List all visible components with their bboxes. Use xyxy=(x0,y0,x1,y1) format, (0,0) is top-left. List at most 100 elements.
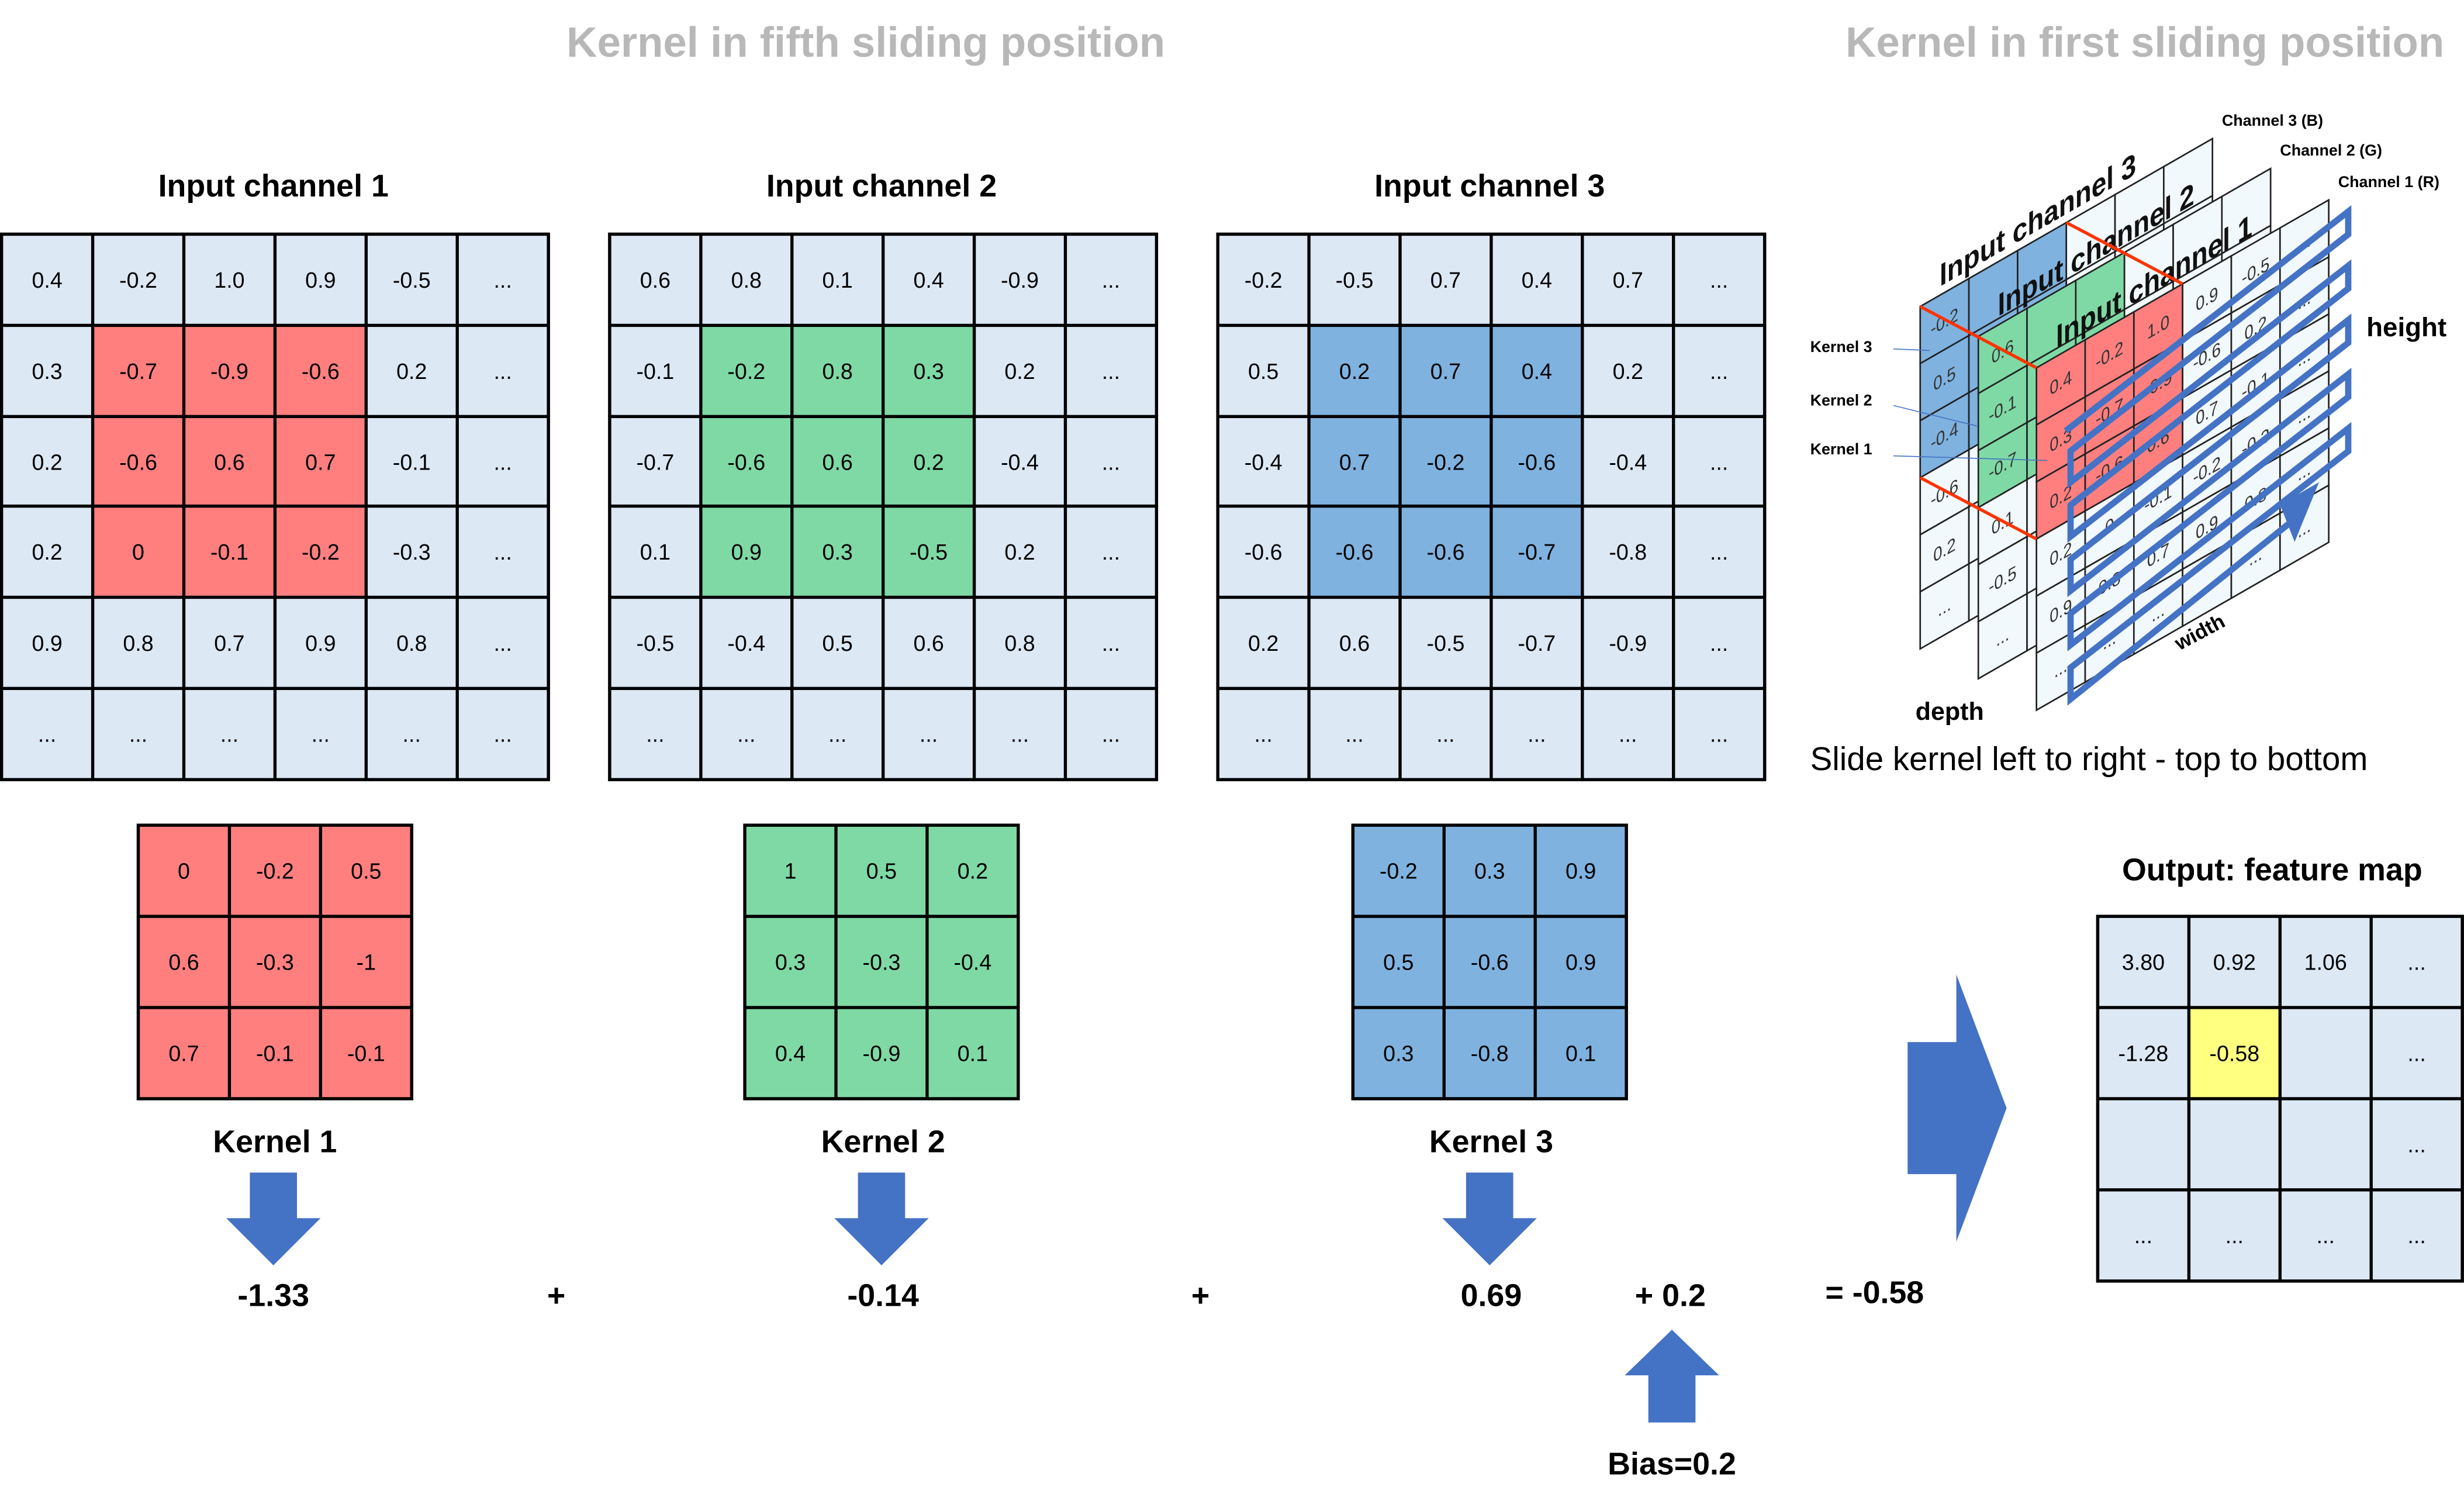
kernel-pointer-line xyxy=(1893,405,1977,427)
kernel-edge-line xyxy=(2065,221,2183,285)
grid-cell: -0.6 xyxy=(1401,508,1490,596)
grid-cell: ... xyxy=(2372,1100,2461,1189)
grid-cell: 0.2 xyxy=(3,508,91,596)
grid-cell: -0.4 xyxy=(702,599,791,688)
grid-cell: -0.5 xyxy=(1310,236,1399,324)
kernel-3-3d-label: Kernel 3 xyxy=(1810,338,1872,356)
grid-cell: -0.4 xyxy=(928,917,1017,1006)
kernel-edge-line xyxy=(1919,476,2037,541)
grid-cell: -0.6 xyxy=(1445,917,1534,1006)
grid-cell: ... xyxy=(2099,1191,2187,1280)
grid-cell: -0.9 xyxy=(1584,599,1672,688)
grid-cell: 0.6 xyxy=(185,418,274,506)
grid-cell: 0.9 xyxy=(702,508,791,596)
grid-cell: 0.6 xyxy=(140,917,228,1006)
grid-cell: ... xyxy=(2372,917,2461,1006)
slide-arrowhead-icon xyxy=(2280,482,2319,542)
grid-cell xyxy=(2281,1009,2370,1098)
grid-cell: -0.2 xyxy=(277,508,365,596)
kernel-3-result: 0.69 xyxy=(1460,1279,1522,1315)
grid-cell: 0.1 xyxy=(793,236,882,324)
slide-path xyxy=(2064,205,2352,706)
grid-cell: ... xyxy=(3,690,91,778)
grid-cell: ... xyxy=(2372,1009,2461,1098)
grid-cell: 0.6 xyxy=(884,599,973,688)
grid-cell: ... xyxy=(976,690,1064,778)
grid-cell: 0.6 xyxy=(611,236,700,324)
grid-cell: 0.3 xyxy=(1354,1009,1443,1098)
grid-cell: ... xyxy=(884,690,973,778)
grid-cell: ... xyxy=(1675,508,1763,596)
grid-cell: 0.2 xyxy=(1310,326,1399,415)
grid-cell: -0.6 xyxy=(277,326,365,415)
grid-cell: -0.7 xyxy=(1492,599,1581,688)
grid-cell: ... xyxy=(1675,418,1763,506)
channel-2-label: Channel 2 (G) xyxy=(2280,142,2382,159)
grid-cell: -1 xyxy=(322,917,410,1006)
grid-cell: 0.6 xyxy=(1310,599,1399,688)
kernel-2-result: -0.14 xyxy=(847,1279,919,1315)
grid-cell: 0.3 xyxy=(884,326,973,415)
grid-cell: 0 xyxy=(94,508,182,596)
grid-cell: 0.2 xyxy=(976,326,1064,415)
grid-cell: 0.4 xyxy=(1492,236,1581,324)
channel-1-label: Channel 1 (R) xyxy=(2338,173,2439,191)
grid-cell: -0.8 xyxy=(1445,1009,1534,1098)
grid-cell: 0.2 xyxy=(928,826,1017,915)
grid-cell: 0.1 xyxy=(611,508,700,596)
grid-cell: 0.2 xyxy=(976,508,1064,596)
grid-cell: ... xyxy=(1310,690,1399,778)
grid-cell: -0.7 xyxy=(611,418,700,506)
header-first-position: Kernel in first sliding position xyxy=(1846,19,2445,66)
grid-cell: -0.5 xyxy=(611,599,700,688)
grid-cell: ... xyxy=(1067,508,1155,596)
grid-cell: ... xyxy=(458,508,547,596)
grid-cell: ... xyxy=(1675,690,1763,778)
grid-cell: -0.4 xyxy=(976,418,1064,506)
grid-cell: -0.1 xyxy=(231,1009,319,1098)
grid-cell: 1.0 xyxy=(185,236,274,324)
input-channel-1-title: Input channel 1 xyxy=(158,170,389,205)
grid-cell: 0.9 xyxy=(277,236,365,324)
input-channel-2-title: Input channel 2 xyxy=(766,170,997,205)
grid-cell: -0.6 xyxy=(1219,508,1308,596)
grid-cell: 0.5 xyxy=(793,599,882,688)
grid-cell: -0.8 xyxy=(1584,508,1672,596)
channel-3-label: Channel 3 (B) xyxy=(2222,112,2323,129)
3d-cell-value: ... xyxy=(1938,592,1951,621)
grid-cell: 0.4 xyxy=(746,1009,835,1098)
grid-cell: -0.6 xyxy=(702,418,791,506)
depth-label: depth xyxy=(1916,698,1984,726)
grid-cell: 0.7 xyxy=(185,599,274,688)
slide-caption: Slide kernel left to right - top to bott… xyxy=(1810,741,2368,778)
grid-cell: 0.3 xyxy=(1445,826,1534,915)
grid-cell: ... xyxy=(185,690,274,778)
grid-cell: -0.7 xyxy=(94,326,182,415)
grid-cell: 0.7 xyxy=(1401,236,1490,324)
grid-cell: 0.3 xyxy=(3,326,91,415)
grid-cell: -0.1 xyxy=(611,326,700,415)
grid-cell: 0.4 xyxy=(3,236,91,324)
grid-cell: ... xyxy=(458,418,547,506)
grid-cell: 0.7 xyxy=(277,418,365,506)
grid-cell: 0.5 xyxy=(837,826,926,915)
grid-cell: -0.4 xyxy=(1584,418,1672,506)
grid-cell: 0.6 xyxy=(793,418,882,506)
grid-cell: 0.2 xyxy=(3,418,91,506)
grid-cell: ... xyxy=(1401,690,1490,778)
grid-cell: -0.1 xyxy=(322,1009,410,1098)
grid-cell: ... xyxy=(793,690,882,778)
grid-cell: -0.6 xyxy=(1310,508,1399,596)
grid-cell: 0.2 xyxy=(1219,599,1308,688)
grid-cell: -0.6 xyxy=(94,418,182,506)
grid-cell: 0.5 xyxy=(1219,326,1308,415)
grid-cell: 0.8 xyxy=(793,326,882,415)
grid-cell: ... xyxy=(702,690,791,778)
grid-cell: 0.2 xyxy=(884,418,973,506)
grid-cell: ... xyxy=(458,599,547,688)
grid-cell: -0.3 xyxy=(367,508,456,596)
grid-cell: 0.1 xyxy=(1536,1009,1625,1098)
grid-cell: ... xyxy=(1492,690,1581,778)
